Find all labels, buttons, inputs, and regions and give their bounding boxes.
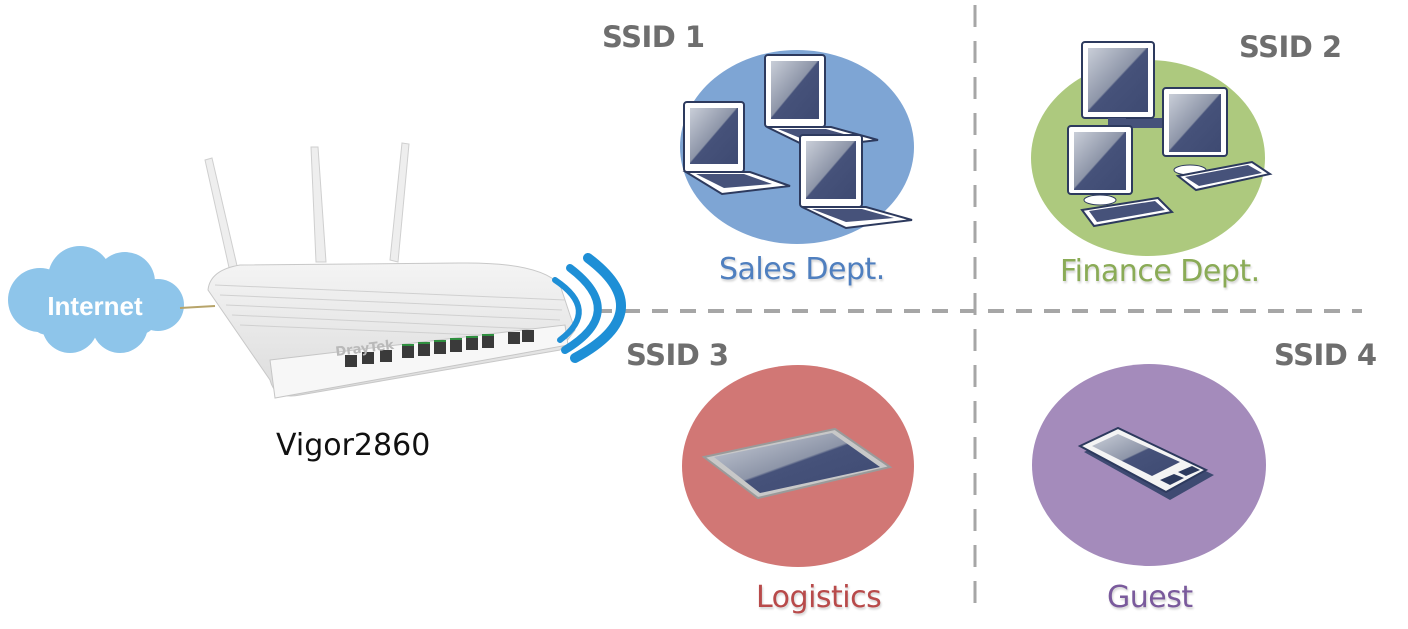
sales-dept-label: Sales Dept. <box>719 252 885 287</box>
ssid-3-label: SSID 3 <box>626 338 729 372</box>
desktop-icon <box>1162 87 1273 192</box>
wifi-signal-icon <box>552 253 626 363</box>
logistics-label: Logistics <box>756 580 882 615</box>
ssid-2-label: SSID 2 <box>1239 30 1342 64</box>
router-icon: DrayTek <box>204 142 576 399</box>
guest-label: Guest <box>1107 580 1193 615</box>
desktop-icon <box>1067 125 1175 228</box>
smartphone-icon <box>1077 426 1214 500</box>
internet-label: Internet <box>47 291 143 321</box>
svg-text:DrayTek: DrayTek <box>335 338 395 360</box>
ssid-4-label: SSID 4 <box>1274 338 1377 372</box>
uplink-cable <box>179 305 216 309</box>
laptop-icon <box>799 134 913 230</box>
desktop-icon <box>1081 41 1185 128</box>
laptop-icon <box>682 101 791 196</box>
tablet-icon <box>701 427 893 500</box>
ssid-1-label: SSID 1 <box>602 20 705 54</box>
finance-dept-label: Finance Dept. <box>1060 254 1260 289</box>
internet-cloud-icon <box>8 246 184 353</box>
router-label: Vigor2860 <box>276 428 431 463</box>
